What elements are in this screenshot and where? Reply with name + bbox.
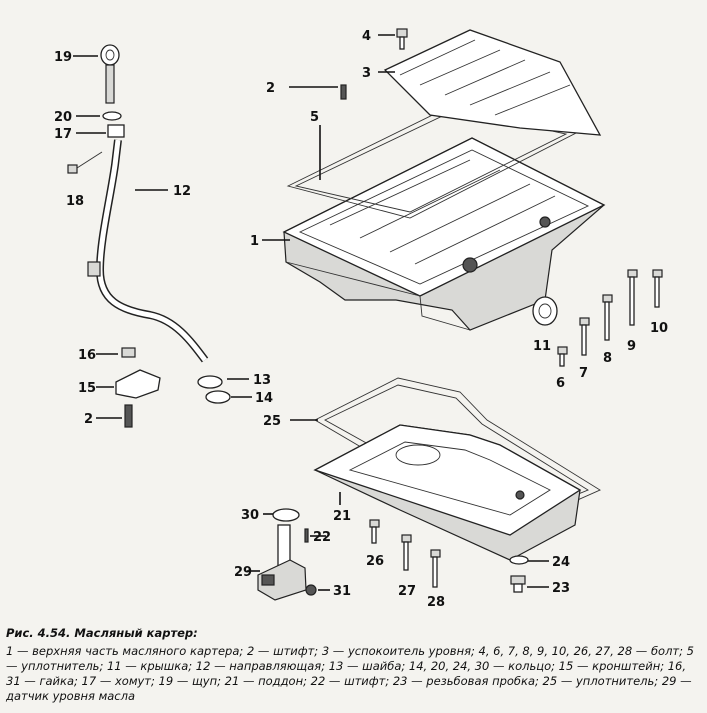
- bolt-8: [602, 294, 613, 341]
- pin-2-lower: [124, 404, 133, 428]
- bolt-27: [401, 534, 412, 571]
- bolt-18: [67, 151, 103, 174]
- callout-30: 30: [241, 508, 259, 523]
- bolt-10: [652, 269, 663, 308]
- bracket-15: [115, 369, 161, 399]
- callout-11: 11: [533, 339, 551, 354]
- callout-20: 20: [54, 110, 72, 125]
- callout-18: 18: [66, 194, 84, 209]
- figure-caption: Рис. 4.54. Масляный картер: 1 — верхняя …: [6, 626, 700, 704]
- ring-24: [509, 555, 529, 565]
- guide-tube-12: [87, 139, 209, 363]
- callout-12: 12: [173, 184, 191, 199]
- callout-9: 9: [627, 339, 636, 354]
- callout-15: 15: [78, 381, 96, 396]
- cover-11: [532, 296, 558, 326]
- callout-19: 19: [54, 50, 72, 65]
- callout-6: 6: [556, 376, 565, 391]
- callout-13: 13: [253, 373, 271, 388]
- callout-21: 21: [333, 509, 351, 524]
- callout-3: 3: [362, 66, 371, 81]
- ring-30: [272, 508, 300, 522]
- nut-16: [121, 347, 136, 358]
- figure-title: Рис. 4.54. Масляный картер:: [6, 626, 198, 640]
- bolt-28: [430, 549, 441, 588]
- callout-14: 14: [255, 391, 273, 406]
- callout-31: 31: [333, 584, 351, 599]
- callout-24: 24: [552, 555, 570, 570]
- callout-8: 8: [603, 351, 612, 366]
- oil-level-sensor-29: [257, 524, 307, 601]
- pin-2-upper: [340, 84, 347, 100]
- bolt-7: [579, 317, 590, 356]
- callout-5: 5: [310, 110, 319, 125]
- dipstick-19: [100, 44, 120, 104]
- oil-level-baffle-3: [383, 29, 602, 136]
- washer-13: [197, 375, 223, 389]
- bolt-6: [557, 346, 568, 367]
- leader-lines: [73, 34, 549, 591]
- pin-22: [304, 528, 309, 543]
- bolt-4: [396, 28, 408, 50]
- callout-10: 10: [650, 321, 668, 336]
- oil-pan-21: [313, 424, 582, 561]
- callout-7: 7: [579, 366, 588, 381]
- bolt-9: [627, 269, 638, 326]
- nut-31: [305, 584, 317, 596]
- ring-14: [205, 390, 231, 404]
- callout-numbers: 19 20 17 18 12 16 15 2 13 14 2 4 3 5 1 1…: [54, 29, 668, 610]
- callout-23: 23: [552, 581, 570, 596]
- upper-oil-pan: [282, 137, 606, 331]
- clamp-17: [107, 124, 125, 138]
- ring-20: [102, 111, 122, 121]
- callout-25: 25: [263, 414, 281, 429]
- callout-2-upper: 2: [266, 81, 275, 96]
- callout-22: 22: [313, 530, 331, 545]
- callout-16: 16: [78, 348, 96, 363]
- drain-plug-23: [510, 575, 526, 593]
- callout-26: 26: [366, 554, 384, 569]
- callout-28: 28: [427, 595, 445, 610]
- callout-17: 17: [54, 127, 72, 142]
- bolts-26-28: [369, 519, 441, 588]
- bolts-6-10: [557, 269, 663, 367]
- callout-27: 27: [398, 584, 416, 599]
- callout-2-lower: 2: [84, 412, 93, 427]
- exploded-view-drawing: 19 20 17 18 12 16 15 2 13 14 2 4 3 5 1 1…: [54, 28, 668, 610]
- callout-4: 4: [362, 29, 371, 44]
- callout-29: 29: [234, 565, 252, 580]
- figure-legend: 1 — верхняя часть масляного картера; 2 —…: [6, 644, 694, 703]
- callout-1: 1: [250, 234, 259, 249]
- bolt-26: [369, 519, 380, 544]
